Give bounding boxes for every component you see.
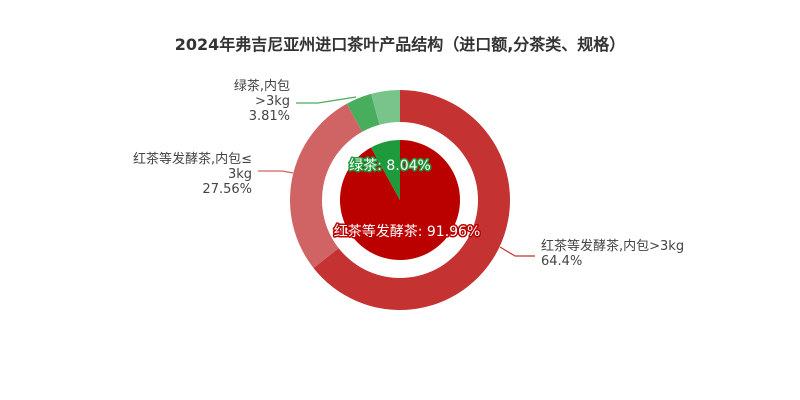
label-leader-lines <box>258 96 535 257</box>
leader-line-0 <box>499 246 535 257</box>
chart-title: 2024年弗吉尼亚州进口茶叶产品结构（进口额,分茶类、规格） <box>174 35 626 54</box>
inner-labels: 红茶等发酵茶: 91.96% 绿茶: 8.04% <box>332 157 482 242</box>
inner-pie <box>340 140 460 260</box>
outer-ring-slice-2[interactable] <box>346 93 380 132</box>
outer-ring <box>289 90 510 311</box>
leader-line-1 <box>258 170 294 174</box>
inner-pie-slice-1[interactable] <box>370 140 400 200</box>
leader-line-2 <box>296 96 357 104</box>
inner-slice-label-1: 绿茶: 8.04% <box>349 158 431 174</box>
outer-ring-slice-3[interactable] <box>371 90 400 125</box>
inner-slice-label-0: 红茶等发酵茶: 91.96% <box>334 223 481 240</box>
outer-ring-slice-0[interactable] <box>313 90 510 311</box>
outer-ring-slice-1[interactable] <box>289 103 363 268</box>
